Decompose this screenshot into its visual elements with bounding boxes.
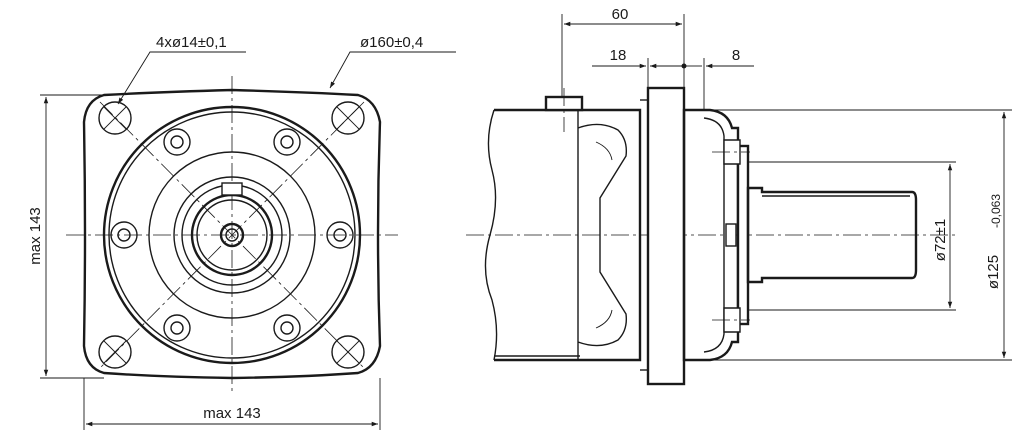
corner-bolt-hole <box>331 335 365 369</box>
length-label: 60 <box>612 6 629 23</box>
bolt-holes-leader <box>117 51 246 105</box>
bolt-circle-leader <box>329 51 456 89</box>
dimension-dot <box>681 63 687 69</box>
housing-bolt <box>110 221 138 249</box>
pilot-label: 8 <box>732 47 740 64</box>
flange-outline <box>82 88 382 380</box>
pilot-tolerance-label: -0,063 <box>989 194 1003 228</box>
shaft-center-hole <box>219 222 245 248</box>
corner-bolt-hole <box>98 335 132 369</box>
width-label: max 143 <box>203 405 261 422</box>
pilot-bolt-bottom <box>723 307 741 333</box>
corner-bolt-hole <box>98 101 132 135</box>
housing-circle <box>108 111 356 359</box>
bolt-circle-label: ø160±0,4 <box>360 34 423 51</box>
housing-bolt <box>273 314 301 342</box>
side-flange <box>646 86 686 386</box>
pilot-ring <box>682 108 740 362</box>
pilot-ring-inner <box>703 117 725 353</box>
shaft-key <box>221 182 243 196</box>
pilot-bolt-top <box>723 139 741 165</box>
housing-outer-circle <box>102 105 362 365</box>
side-view: 60 18 8 ø72±1 ø125 -0,063 <box>466 6 1012 386</box>
pilot-circle <box>173 176 291 294</box>
flange-label: 18 <box>610 47 627 64</box>
body-contour-top <box>577 110 628 360</box>
corner-bolt-hole <box>331 101 365 135</box>
housing-bolt <box>326 221 354 249</box>
shaft-side <box>746 186 918 284</box>
height-label: max 143 <box>27 207 44 265</box>
body-contour-inner <box>595 141 613 329</box>
shaft-diameter-label: ø72±1 <box>932 219 949 261</box>
housing-bolt <box>163 314 191 342</box>
housing-inner-circle <box>148 151 316 319</box>
pilot-diameter-label-group: ø125 -0,063 <box>985 194 1003 289</box>
pilot-diameter-label: ø125 <box>985 255 1002 289</box>
housing-bolt <box>273 128 301 156</box>
shaft-key-side <box>725 223 737 247</box>
bolt-circle-diagonal-2 <box>99 101 365 369</box>
bolt-holes-label: 4xø14±0,1 <box>156 34 227 51</box>
pilot-nose <box>736 144 750 326</box>
housing-bolt <box>163 128 191 156</box>
front-view: 4xø14±0,1 ø160±0,4 max 143 max 143 <box>27 34 456 430</box>
break-line <box>484 109 498 361</box>
shaft-inner-circle <box>196 199 268 271</box>
shaft-center-inner <box>225 228 239 242</box>
